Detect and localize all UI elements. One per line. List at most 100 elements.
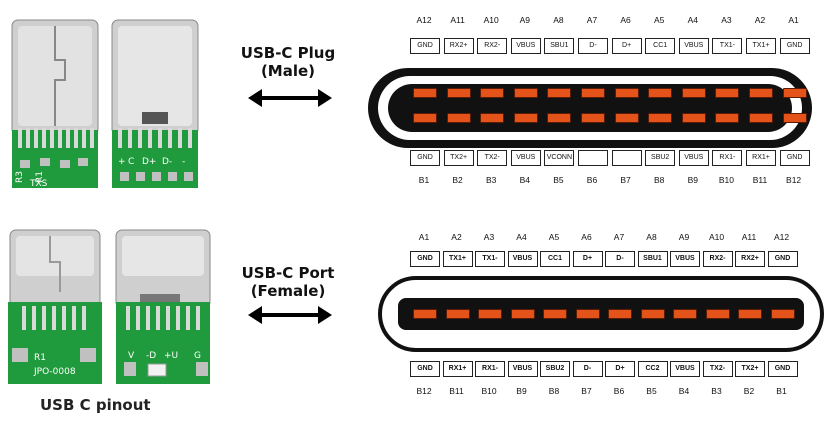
plug-pin-number: B6 xyxy=(586,175,598,185)
port-pin-label: D- xyxy=(605,251,635,267)
plug-pin-label: VBUS xyxy=(510,38,541,54)
port-pin-label: D- xyxy=(572,361,603,377)
port-contact-pad xyxy=(543,309,567,319)
plug-pin-label: GND xyxy=(410,150,440,166)
port-pin-label: CC2 xyxy=(637,361,668,377)
port-title-line1: USB-C Port xyxy=(241,264,335,282)
plug-pin-label: GND xyxy=(779,150,810,166)
port-pin-number: B7 xyxy=(581,386,592,396)
port-pin-number: B9 xyxy=(516,386,527,396)
plug-pin-label: TX1- xyxy=(712,38,743,54)
caption: USB C pinout xyxy=(40,396,151,414)
port-board-label-g: G xyxy=(194,351,201,361)
plug-bottom-contact-pad xyxy=(648,113,673,123)
plug-pin-number: B4 xyxy=(519,175,530,185)
port-pin-number: B11 xyxy=(449,386,464,396)
port-pin-number: A4 xyxy=(516,232,527,242)
port-contact-pad xyxy=(640,309,665,319)
plug-pin-label: D- xyxy=(578,38,608,54)
plug-top-contact-pad xyxy=(681,88,706,98)
port-pin-label: VBUS xyxy=(670,251,700,267)
plug-pin-number: B8 xyxy=(653,175,665,185)
plug-pin-number: A2 xyxy=(754,15,766,25)
plug-board-label-r3: R3 xyxy=(15,171,25,183)
plug-top-contact-pad xyxy=(749,88,773,98)
port-pin-label: RX1- xyxy=(475,361,505,377)
port-pin-number: A8 xyxy=(646,232,657,242)
port-pin-number: B3 xyxy=(711,386,722,396)
plug-top-contact-pad xyxy=(513,88,538,98)
port-pin-label: TX2- xyxy=(702,361,733,377)
plug-bottom-contact-pad xyxy=(614,113,639,123)
port-pin-number: B1 xyxy=(776,386,787,396)
plug-board-label-plus: + xyxy=(118,157,126,167)
port-pin-label: TX2+ xyxy=(735,361,765,377)
plug-bottom-contact-pad xyxy=(782,113,807,123)
port-contact-pad xyxy=(770,309,795,319)
port-pin-label: RX2- xyxy=(702,251,733,267)
plug-pin-label: RX1+ xyxy=(746,150,776,166)
port-pin-number: A11 xyxy=(741,232,757,242)
plug-bottom-contact-pad xyxy=(513,113,538,123)
plug-title-line2: (Male) xyxy=(260,62,316,80)
plug-pin-number: A10 xyxy=(483,15,499,25)
plug-bottom-contact-pad xyxy=(413,113,437,123)
plug-board-label-r1: R1 xyxy=(35,171,45,183)
plug-pin-label: CC1 xyxy=(645,38,676,54)
port-pin-number: B12 xyxy=(416,386,432,396)
plug-pin-number: B3 xyxy=(485,175,497,185)
plug-board-back: R3 R1 TXS xyxy=(11,19,99,189)
plug-top-contact-pad xyxy=(782,88,807,98)
port-pin-label: VBUS xyxy=(507,251,538,267)
plug-pin-number: B10 xyxy=(718,175,734,185)
plug-pin-label: VBUS xyxy=(510,150,541,166)
plug-pin-label: D+ xyxy=(611,38,642,54)
port-pin-label: GND xyxy=(767,361,798,377)
port-pin-number: B2 xyxy=(743,386,755,396)
port-pin-label: RX1+ xyxy=(442,361,473,377)
plug-bottom-contact-pad xyxy=(547,113,572,123)
plug-pin-number: A9 xyxy=(519,15,530,25)
plug-title: USB-C Plug (Male) xyxy=(228,44,348,80)
plug-board-label-minus: - xyxy=(182,157,185,167)
plug-bottom-contact-pad xyxy=(446,113,471,123)
port-pin-label: VBUS xyxy=(507,361,538,377)
port-pin-label: GND xyxy=(410,251,440,267)
plug-pin-label: SBU1 xyxy=(544,38,575,54)
plug-top-contact-pad xyxy=(715,88,740,98)
plug-board-label-dminus: D- xyxy=(162,157,172,167)
plug-board-label-dplus: D+ xyxy=(142,157,156,167)
port-pin-label: CC1 xyxy=(540,251,570,267)
port-pin-label: GND xyxy=(410,361,440,377)
port-board-label-id: JPO-0008 xyxy=(33,367,76,377)
plug-bottom-contact-pad xyxy=(681,113,706,123)
port-contact-pad xyxy=(445,309,470,319)
plug-pin-number: A12 xyxy=(416,15,432,25)
plug-pin-number: B11 xyxy=(752,175,768,185)
plug-pin-label: VCONN xyxy=(544,150,575,166)
plug-top-contact-pad xyxy=(547,88,572,98)
port-pin-number: B4 xyxy=(678,386,690,396)
plug-pin-label: VBUS xyxy=(678,150,709,166)
plug-pin-label: RX2- xyxy=(477,38,508,54)
port-pin-label: D+ xyxy=(572,251,603,267)
plug-bottom-contact-pad xyxy=(480,113,505,123)
port-board-label-r1: R1 xyxy=(34,353,46,363)
plug-pin-label: TX2- xyxy=(477,150,508,166)
plug-pin-number: A4 xyxy=(687,15,698,25)
plug-pin-label: SBU2 xyxy=(645,150,676,166)
plug-double-arrow-icon xyxy=(248,89,332,107)
port-pin-label: D+ xyxy=(605,361,635,377)
plug-top-contact-pad xyxy=(614,88,639,98)
plug-top-contact-pad xyxy=(413,88,437,98)
plug-top-contact-pad xyxy=(648,88,673,98)
port-pin-label: SBU2 xyxy=(540,361,570,377)
port-contact-pad xyxy=(575,309,600,319)
plug-pin-number: A3 xyxy=(721,15,732,25)
port-board-front: V -D +U G xyxy=(115,229,211,384)
plug-title-line1: USB-C Plug xyxy=(240,44,336,62)
port-double-arrow-icon xyxy=(248,306,332,324)
plug-pin-number: B12 xyxy=(786,175,802,185)
plug-top-contact-pad xyxy=(581,88,605,98)
